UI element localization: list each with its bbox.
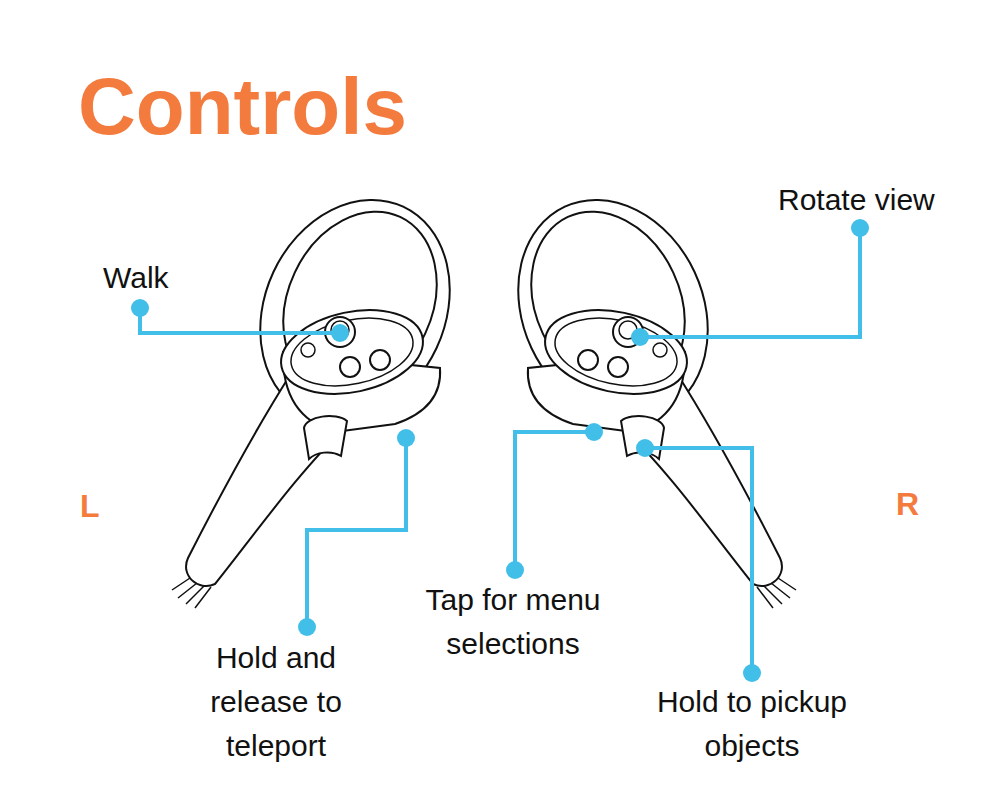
- leader-lines: [140, 228, 860, 673]
- control-label: Hold and release to teleport: [186, 636, 366, 768]
- side-label: L: [80, 488, 100, 524]
- control-label: Walk: [103, 256, 169, 300]
- control-label: Tap for menu selections: [403, 578, 623, 666]
- diagram-title: Controls: [78, 62, 407, 152]
- control-label: Hold to pickup objects: [632, 680, 872, 768]
- side-label: R: [896, 486, 919, 522]
- control-label: Rotate view: [778, 178, 935, 222]
- leader-dots: [131, 219, 869, 682]
